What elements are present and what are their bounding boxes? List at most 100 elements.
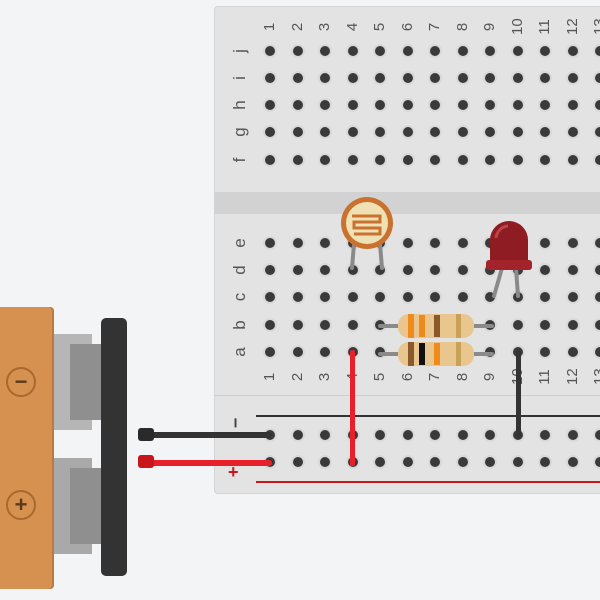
rail-hole-positive[interactable] — [430, 457, 440, 467]
rail-hole-positive[interactable] — [595, 457, 600, 467]
hole-h1[interactable] — [265, 100, 275, 110]
battery-black-wire[interactable] — [150, 432, 272, 438]
photoresistor-icon[interactable] — [330, 196, 404, 276]
rail-hole-negative[interactable] — [320, 430, 330, 440]
hole-b2[interactable] — [292, 320, 303, 330]
rail-hole-negative[interactable] — [375, 430, 385, 440]
hole-j4[interactable] — [347, 46, 358, 56]
hole-i4[interactable] — [347, 73, 358, 83]
hole-d2[interactable] — [292, 265, 303, 275]
hole-g4[interactable] — [347, 127, 358, 137]
hole-f4[interactable] — [347, 155, 358, 165]
hole-i7[interactable] — [430, 73, 440, 83]
hole-a2[interactable] — [292, 347, 303, 357]
hole-i8[interactable] — [457, 73, 468, 83]
hole-e6[interactable] — [402, 238, 413, 248]
hole-d7[interactable] — [430, 265, 440, 275]
rail-hole-negative[interactable] — [292, 430, 303, 440]
hole-b1[interactable] — [265, 320, 275, 330]
hole-c2[interactable] — [292, 292, 303, 302]
hole-h8[interactable] — [457, 100, 468, 110]
black-jumper-wire[interactable] — [516, 350, 521, 438]
hole-j3[interactable] — [320, 46, 330, 56]
hole-h6[interactable] — [402, 100, 413, 110]
hole-e2[interactable] — [292, 238, 303, 248]
hole-a12[interactable] — [567, 347, 578, 357]
hole-g1[interactable] — [265, 127, 275, 137]
rail-hole-positive[interactable] — [292, 457, 303, 467]
hole-e11[interactable] — [540, 238, 550, 248]
hole-i10[interactable] — [512, 73, 523, 83]
hole-f5[interactable] — [375, 155, 385, 165]
hole-j6[interactable] — [402, 46, 413, 56]
hole-g8[interactable] — [457, 127, 468, 137]
hole-d1[interactable] — [265, 265, 275, 275]
hole-b10[interactable] — [512, 320, 523, 330]
hole-c3[interactable] — [320, 292, 330, 302]
hole-d12[interactable] — [567, 265, 578, 275]
hole-g6[interactable] — [402, 127, 413, 137]
battery[interactable]: − + — [0, 307, 54, 589]
hole-g13[interactable] — [595, 127, 600, 137]
rail-hole-positive[interactable] — [457, 457, 468, 467]
hole-h2[interactable] — [292, 100, 303, 110]
hole-i3[interactable] — [320, 73, 330, 83]
hole-f12[interactable] — [567, 155, 578, 165]
hole-g12[interactable] — [567, 127, 578, 137]
hole-d3[interactable] — [320, 265, 330, 275]
hole-j13[interactable] — [595, 46, 600, 56]
hole-c5[interactable] — [375, 292, 385, 302]
hole-d13[interactable] — [595, 265, 600, 275]
hole-i5[interactable] — [375, 73, 385, 83]
hole-g9[interactable] — [485, 127, 495, 137]
hole-h11[interactable] — [540, 100, 550, 110]
hole-c11[interactable] — [540, 292, 550, 302]
hole-b13[interactable] — [595, 320, 600, 330]
hole-j1[interactable] — [265, 46, 275, 56]
hole-j2[interactable] — [292, 46, 303, 56]
hole-f3[interactable] — [320, 155, 330, 165]
hole-c9[interactable] — [485, 292, 495, 302]
hole-d6[interactable] — [402, 265, 413, 275]
rail-hole-positive[interactable] — [512, 457, 523, 467]
hole-f9[interactable] — [485, 155, 495, 165]
rail-hole-negative[interactable] — [567, 430, 578, 440]
hole-f7[interactable] — [430, 155, 440, 165]
hole-i13[interactable] — [595, 73, 600, 83]
hole-e7[interactable] — [430, 238, 440, 248]
hole-i6[interactable] — [402, 73, 413, 83]
rail-hole-negative[interactable] — [430, 430, 440, 440]
rail-hole-negative[interactable] — [540, 430, 550, 440]
hole-i1[interactable] — [265, 73, 275, 83]
hole-f11[interactable] — [540, 155, 550, 165]
hole-f13[interactable] — [595, 155, 600, 165]
hole-i12[interactable] — [567, 73, 578, 83]
hole-g7[interactable] — [430, 127, 440, 137]
hole-f2[interactable] — [292, 155, 303, 165]
rail-hole-negative[interactable] — [457, 430, 468, 440]
hole-a13[interactable] — [595, 347, 600, 357]
hole-h9[interactable] — [485, 100, 495, 110]
hole-e13[interactable] — [595, 238, 600, 248]
hole-c13[interactable] — [595, 292, 600, 302]
rail-hole-positive[interactable] — [485, 457, 495, 467]
hole-e12[interactable] — [567, 238, 578, 248]
hole-d5[interactable] — [375, 265, 385, 275]
hole-f1[interactable] — [265, 155, 275, 165]
hole-j8[interactable] — [457, 46, 468, 56]
hole-j12[interactable] — [567, 46, 578, 56]
rail-hole-positive[interactable] — [375, 457, 385, 467]
rail-hole-positive[interactable] — [567, 457, 578, 467]
hole-d4[interactable] — [347, 265, 358, 275]
hole-c4[interactable] — [347, 292, 358, 302]
hole-j7[interactable] — [430, 46, 440, 56]
hole-a1[interactable] — [265, 347, 275, 357]
battery-red-wire[interactable] — [150, 460, 272, 466]
hole-g2[interactable] — [292, 127, 303, 137]
hole-i2[interactable] — [292, 73, 303, 83]
hole-d8[interactable] — [457, 265, 468, 275]
rail-hole-negative[interactable] — [485, 430, 495, 440]
hole-h10[interactable] — [512, 100, 523, 110]
hole-h5[interactable] — [375, 100, 385, 110]
hole-c1[interactable] — [265, 292, 275, 302]
